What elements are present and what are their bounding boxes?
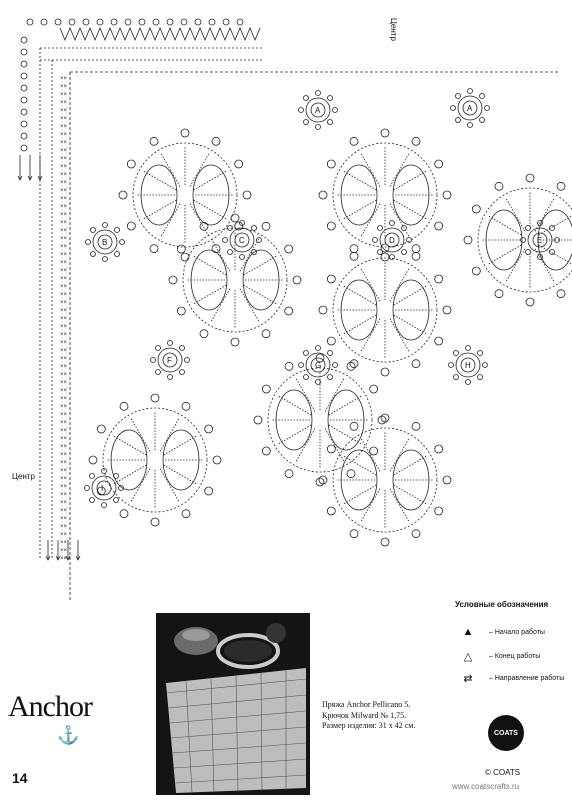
legend-label: – Конец работы: [489, 653, 541, 660]
motif-letter: I: [101, 484, 103, 493]
stitch-mark: ××: [60, 484, 68, 490]
stitch-mark: ××: [60, 492, 68, 498]
legend-item-direction: ⇄ – Направление работы: [455, 672, 564, 685]
start-marker-icon: ▲: [462, 626, 474, 638]
product-photo: [156, 613, 310, 795]
stitch-mark: ××: [60, 204, 68, 210]
stitch-mark: ××: [60, 180, 68, 186]
stitch-mark: ××: [60, 92, 68, 98]
stitch-mark: ××: [60, 228, 68, 234]
motif-letter: H: [465, 361, 471, 370]
stitch-mark: ××: [60, 332, 68, 338]
stitch-mark: ××: [60, 292, 68, 298]
legend-title: Условные обозначения: [455, 600, 549, 609]
stitch-mark: ××: [60, 268, 68, 274]
stitch-mark: ××: [60, 364, 68, 370]
center-label-top: Центр: [389, 18, 398, 41]
stitch-mark: ××: [60, 236, 68, 242]
stitch-mark: ××: [60, 284, 68, 290]
anchor-brand-logo: Anchor: [8, 690, 93, 723]
stitch-mark: ××: [60, 212, 68, 218]
direction-arrows-icon: ⇄: [463, 673, 473, 685]
stitch-mark: ××: [60, 140, 68, 146]
stitch-mark: ××: [60, 76, 68, 82]
center-label-left: Центр: [12, 472, 35, 481]
hook-line: Крючок Milward № 1,75.: [322, 710, 407, 720]
stitch-mark: ××: [60, 260, 68, 266]
stitch-mark: ××: [60, 372, 68, 378]
stitch-mark: ××: [60, 116, 68, 122]
stitch-mark: ××: [60, 452, 68, 458]
motif-letter: D: [389, 236, 395, 245]
stitch-mark: ××: [60, 460, 68, 466]
stitch-mark: ××: [60, 196, 68, 202]
stitch-mark: ××: [60, 428, 68, 434]
diagram-pattern: [17, 18, 572, 600]
stitch-mark: ××: [60, 444, 68, 450]
stitch-mark: ××: [60, 524, 68, 530]
stitch-mark: ××: [60, 356, 68, 362]
stitch-mark: ××: [60, 532, 68, 538]
stitch-mark: ××: [60, 84, 68, 90]
stitch-mark: ××: [60, 396, 68, 402]
end-marker-icon: △: [463, 651, 473, 663]
motif-letter: A: [315, 106, 321, 115]
stitch-mark: ××: [60, 540, 68, 546]
stitch-mark: ××: [60, 100, 68, 106]
stitch-mark: ××: [60, 188, 68, 194]
stitch-mark: ××: [60, 244, 68, 250]
coats-logo: COATS: [488, 715, 524, 751]
legend-label: – Начало работы: [489, 628, 545, 636]
motif-letter: A: [467, 104, 473, 113]
stitch-mark: ××: [60, 172, 68, 178]
stitch-mark: ××: [60, 348, 68, 354]
stitch-mark: ××: [60, 468, 68, 474]
yarn-line: Пряжа Anchor Pellicano 5.: [322, 700, 411, 709]
stitch-mark: ××: [60, 340, 68, 346]
stitch-mark: ××: [60, 500, 68, 506]
stitch-mark: ××: [60, 156, 68, 162]
anchor-icon: ⚓: [57, 725, 80, 745]
stitch-mark: ××: [60, 108, 68, 114]
stitch-mark: ××: [60, 324, 68, 330]
stitch-mark: ××: [60, 252, 68, 258]
stitch-mark: ××: [60, 404, 68, 410]
stitch-mark: ××: [60, 220, 68, 226]
stitch-mark: ××: [60, 420, 68, 426]
stitch-mark: ××: [60, 132, 68, 138]
stitch-mark: ××: [60, 148, 68, 154]
stitch-mark: ××: [60, 164, 68, 170]
motif-letter: C: [239, 236, 245, 245]
yarn-info: Пряжа Anchor Pellicano 5. Крючок Milward…: [322, 700, 415, 732]
legend-label: – Направление работы: [489, 675, 565, 682]
coats-copyright: © COATS: [485, 768, 521, 777]
stitch-mark: ××: [60, 124, 68, 130]
stitch-mark: ××: [60, 388, 68, 394]
stitch-mark: ××: [60, 476, 68, 482]
stitch-mark: ××: [60, 412, 68, 418]
motif-letter: E: [537, 236, 542, 245]
stitch-mark: ××: [60, 548, 68, 554]
stitch-mark: ××: [60, 316, 68, 322]
stitch-mark: ××: [60, 516, 68, 522]
legend-item-start: ▲ – Начало работы: [455, 626, 545, 638]
motif-letter: B: [102, 238, 107, 247]
stitch-mark: ××: [60, 380, 68, 386]
motif-letter: F: [167, 356, 172, 365]
stitch-mark: ××: [60, 556, 68, 562]
page-number: 14: [12, 770, 28, 786]
crochet-diagram: A A B C D E F G H I ×× ×× ×× ×× ×× ×× ×× ×× ×× ×× ×× ×× ×× ×× ××…: [17, 18, 572, 600]
stitch-mark: ××: [60, 508, 68, 514]
watermark: www.coatscrafts.ru: [452, 782, 520, 791]
size-line: Размер изделия: 31 x 42 см.: [322, 721, 416, 730]
diagram-labels: A A B C D E F G H I ×× ×× ×× ×× ×× ×× ×× ×× ×× ×× ×× ×× ×× ×× ××…: [60, 76, 542, 562]
stitch-mark: ××: [60, 300, 68, 306]
stitch-mark: ××: [60, 436, 68, 442]
stitch-mark: ××: [60, 308, 68, 314]
motif-letter: G: [315, 361, 321, 370]
legend-item-end: △ – Конец работы: [455, 650, 541, 663]
stitch-mark: ××: [60, 276, 68, 282]
